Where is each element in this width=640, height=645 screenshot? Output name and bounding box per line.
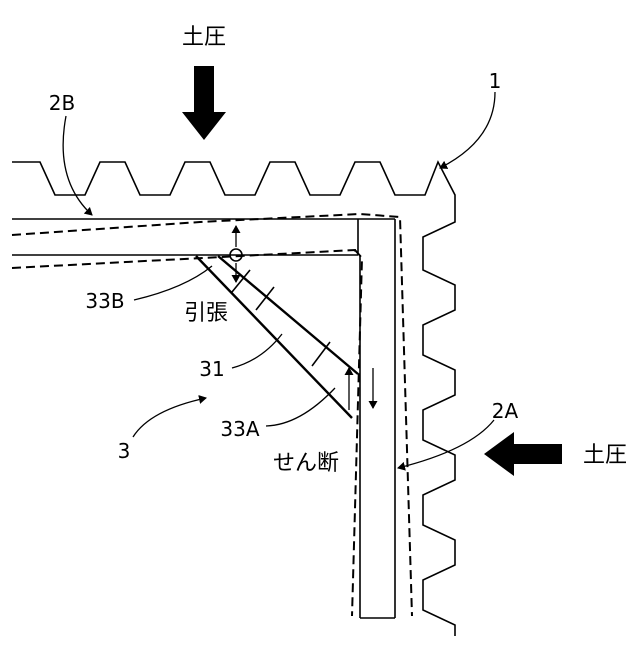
earth-pressure-arrow-down [182, 66, 226, 140]
label-lower-joint-ref: 33A [220, 417, 259, 441]
slab-2b [12, 219, 395, 255]
leader-3 [133, 398, 206, 437]
label-earth-pressure-right: 土圧 [583, 443, 627, 468]
ground-surface-right [423, 213, 455, 636]
label-ground-ref: 1 [489, 69, 502, 93]
leader-33b [134, 266, 212, 300]
label-shear: せん断 [273, 451, 339, 476]
label-tension: 引張 [184, 301, 228, 326]
leader-1 [440, 92, 495, 168]
ground-surface-top [12, 162, 455, 213]
label-upper-joint-ref: 33B [85, 289, 124, 313]
brace-member [196, 256, 358, 418]
label-brace-body-ref: 31 [199, 357, 224, 381]
label-earth-pressure-top: 土圧 [182, 25, 226, 50]
label-slab-ref: 2B [49, 91, 75, 115]
wall-2a [360, 219, 395, 618]
leader-33a [266, 388, 335, 426]
earth-pressure-arrow-left [484, 432, 562, 476]
leader-2b [63, 116, 92, 215]
label-wall-ref: 2A [492, 399, 519, 423]
label-brace-ref: 3 [118, 439, 131, 463]
leader-2a [398, 420, 494, 468]
